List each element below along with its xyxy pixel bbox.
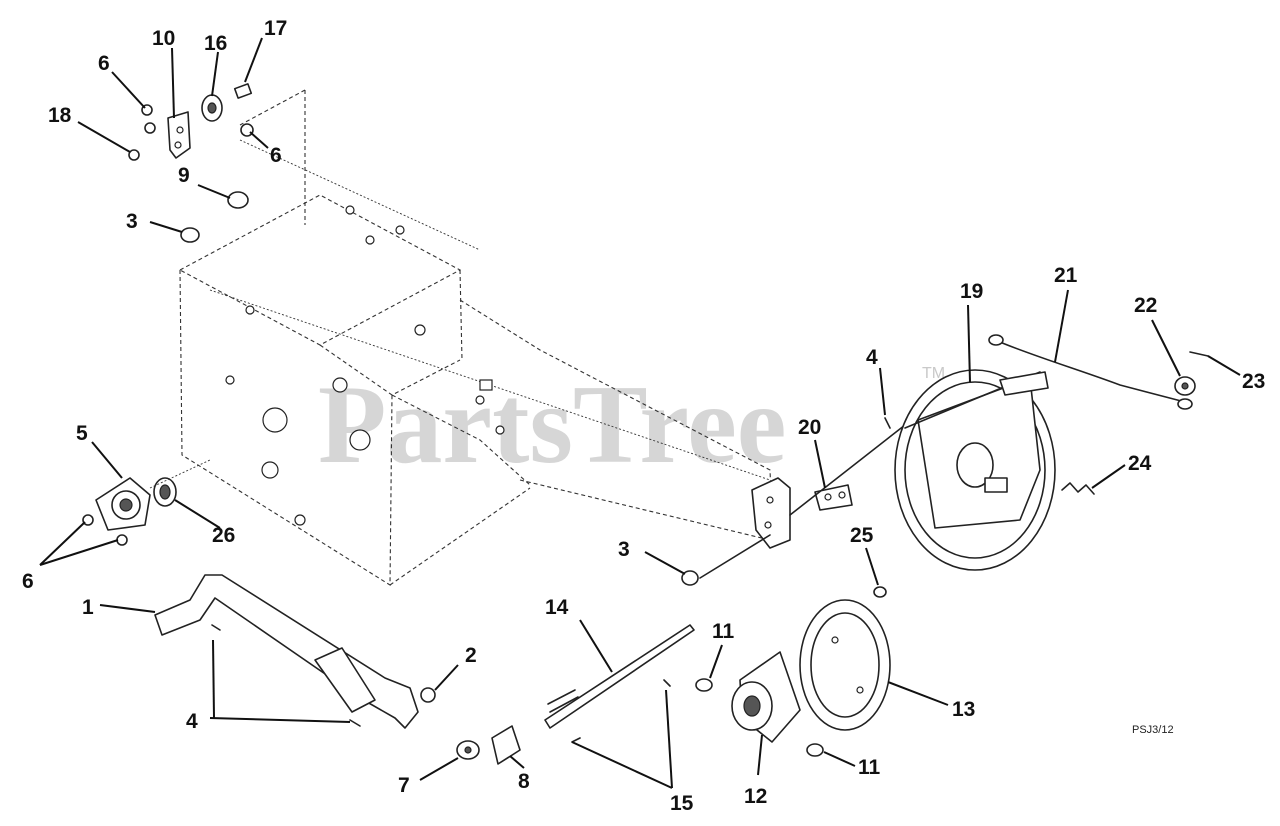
right-bracket-assembly [681, 424, 906, 586]
callout-18: 18 [48, 104, 72, 127]
callout-4-left: 4 [186, 710, 198, 733]
callout-20: 20 [798, 416, 821, 439]
callout-11-bottom: 11 [858, 756, 881, 779]
watermark-trademark: TM [922, 365, 945, 382]
callout-labels: 10 16 17 6 18 6 9 3 5 26 6 1 2 4 3 4 20 … [22, 17, 1265, 815]
callout-1: 1 [82, 596, 94, 619]
callout-17: 17 [264, 17, 287, 40]
callout-23: 23 [1242, 370, 1265, 393]
upper-pivot-bracket-assembly [128, 83, 254, 243]
callout-4-right: 4 [866, 346, 878, 369]
watermark-text: PartsTree [318, 363, 787, 487]
left-bearing-flange [82, 459, 211, 546]
drive-lever [154, 574, 436, 729]
watermark: PartsTree TM [318, 363, 945, 487]
callout-11-top: 11 [712, 620, 735, 643]
callout-15: 15 [670, 792, 694, 815]
callout-14: 14 [545, 596, 569, 619]
callout-5: 5 [76, 422, 88, 445]
callout-7: 7 [398, 774, 410, 797]
callout-6-right: 6 [270, 144, 282, 167]
callout-26: 26 [212, 524, 235, 547]
callout-3-right: 3 [618, 538, 630, 561]
callout-19: 19 [960, 280, 983, 303]
callout-12: 12 [744, 785, 767, 808]
callout-21: 21 [1054, 264, 1078, 287]
leader-lines [39, 37, 1241, 789]
callout-25: 25 [850, 524, 874, 547]
callout-3-top: 3 [126, 210, 138, 233]
diagram-reference-code: PSJ3/12 [1132, 724, 1174, 736]
frame-housing [178, 89, 791, 586]
callout-2: 2 [465, 644, 477, 667]
callout-16: 16 [204, 32, 227, 55]
drive-wheel-assembly [894, 369, 1056, 571]
callout-8: 8 [518, 770, 530, 793]
callout-24: 24 [1128, 452, 1152, 475]
cable-and-hardware [873, 334, 1209, 598]
drive-shaft [544, 624, 695, 729]
callout-10: 10 [152, 27, 175, 50]
friction-wheel-assembly [695, 599, 891, 757]
callout-6-top: 6 [98, 52, 110, 75]
callout-13: 13 [952, 698, 975, 721]
callout-6-left: 6 [22, 570, 34, 593]
gear-and-washer [456, 679, 671, 765]
callout-9: 9 [178, 164, 190, 187]
callout-22: 22 [1134, 294, 1157, 317]
